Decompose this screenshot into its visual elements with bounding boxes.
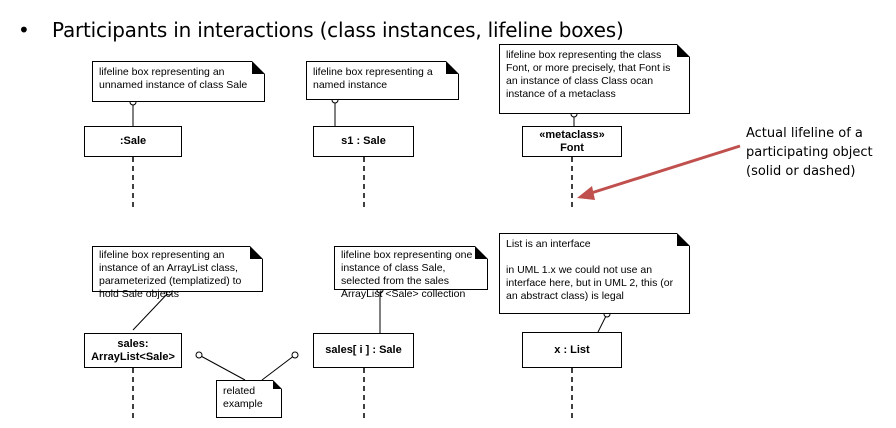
lifeline-label-line2: ArrayList<Sale>: [91, 350, 175, 363]
note-named-instance: lifeline box representing a named instan…: [306, 61, 459, 100]
annotation-line3: (solid or dashed): [746, 164, 856, 179]
note-fold-icon: [250, 246, 263, 259]
lifeline-box-font: «metaclass» Font: [522, 126, 622, 157]
annotation-arrow: [577, 144, 741, 200]
note-arraylist: lifeline box representing an instance of…: [92, 246, 263, 300]
note-fold-icon: [446, 61, 459, 74]
lifeline-label: :Sale: [119, 135, 147, 147]
note-text: lifeline box representing an unnamed ins…: [99, 66, 248, 91]
note-text-line2: in UML 1.x we could not use an interface…: [506, 264, 674, 302]
lifeline-annotation: Actual lifeline of a participating objec…: [746, 124, 873, 181]
note-unnamed-instance: lifeline box representing an unnamed ins…: [92, 61, 265, 102]
note-text: lifeline box representing one instance o…: [341, 249, 473, 300]
lifeline-box-sales: sales: ArrayList<Sale>: [84, 333, 182, 368]
note-fold-icon: [252, 61, 265, 74]
note-text-line1: List is an interface: [506, 238, 591, 250]
note-text: related example: [223, 385, 263, 410]
lifeline-label-line1: sales:: [117, 337, 149, 350]
note-interface: List is an interface in UML 1.x we could…: [499, 233, 690, 314]
bullet: •: [18, 18, 30, 42]
note-selected-instance: lifeline box representing one instance o…: [334, 246, 488, 300]
note-fold-icon: [677, 44, 690, 57]
lifeline-box-sales-i: sales[ i ] : Sale: [313, 333, 414, 368]
annotation-line2: participating object: [746, 145, 873, 160]
stereotype-label: «metaclass»: [539, 128, 605, 141]
lifeline-label: Font: [560, 141, 584, 154]
note-connector-4: [132, 291, 170, 331]
lifeline-box-s1: s1 : Sale: [313, 126, 414, 157]
related-dot-left: [195, 351, 203, 359]
related-connector-left: [198, 354, 246, 381]
heading-text: Participants in interactions (class inst…: [52, 18, 624, 42]
lifeline-box-sale: :Sale: [84, 126, 182, 157]
slide-heading: • Participants in interactions (class ins…: [18, 18, 624, 42]
note-fold-icon: [677, 233, 690, 246]
note-text: lifeline box representing the class Font…: [506, 49, 671, 100]
note-related-example: related example: [216, 380, 282, 418]
lifeline-label: s1 : Sale: [341, 135, 386, 147]
note-text: lifeline box representing a named instan…: [313, 66, 433, 91]
related-dot-right: [291, 351, 299, 359]
related-connector-right: [261, 354, 296, 381]
note-text: lifeline box representing an instance of…: [99, 249, 242, 300]
lifeline-label: x : List: [554, 343, 590, 356]
note-fold-icon: [273, 380, 282, 389]
lifeline-label: sales[ i ] : Sale: [325, 344, 402, 356]
lifeline-box-xlist: x : List: [522, 332, 622, 368]
note-fold-icon: [475, 246, 488, 259]
annotation-line1: Actual lifeline of a: [746, 126, 863, 141]
note-metaclass: lifeline box representing the class Font…: [499, 44, 690, 114]
